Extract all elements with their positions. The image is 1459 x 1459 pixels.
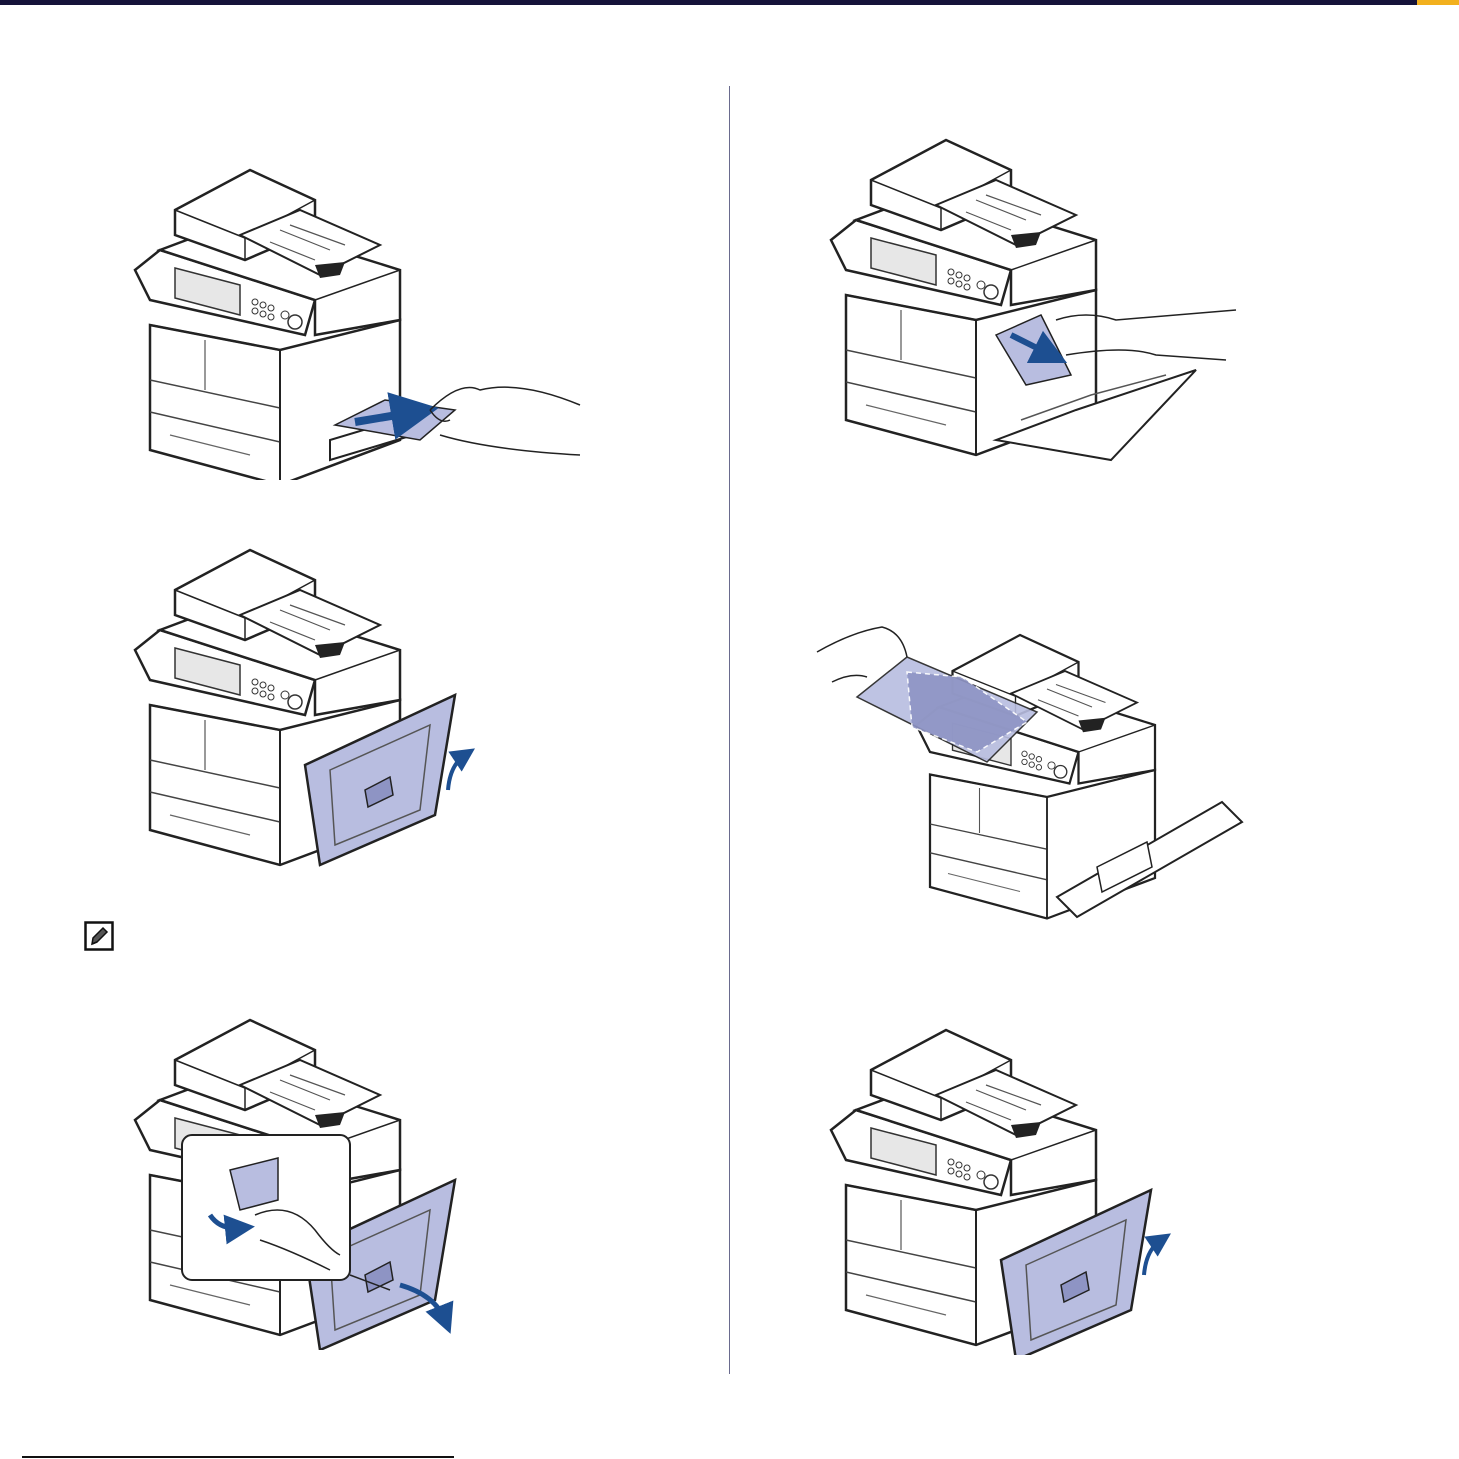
figure-side-cover-open-lever [130, 1000, 480, 1350]
header-rule-dark [0, 0, 1417, 5]
figure-paper-pulled-fuser [826, 120, 1246, 465]
header-rule [0, 0, 1459, 6]
note-pencil-icon [84, 921, 114, 951]
figure-side-cover-closed [130, 530, 490, 870]
figure-paper-removed-bypass [130, 150, 590, 480]
figure-side-cover-closed-again [826, 1010, 1176, 1355]
figure-paper-pulled-output [812, 612, 1252, 927]
header-rule-accent [1417, 0, 1459, 5]
footer-rule [22, 1456, 454, 1458]
column-divider [729, 86, 730, 1374]
